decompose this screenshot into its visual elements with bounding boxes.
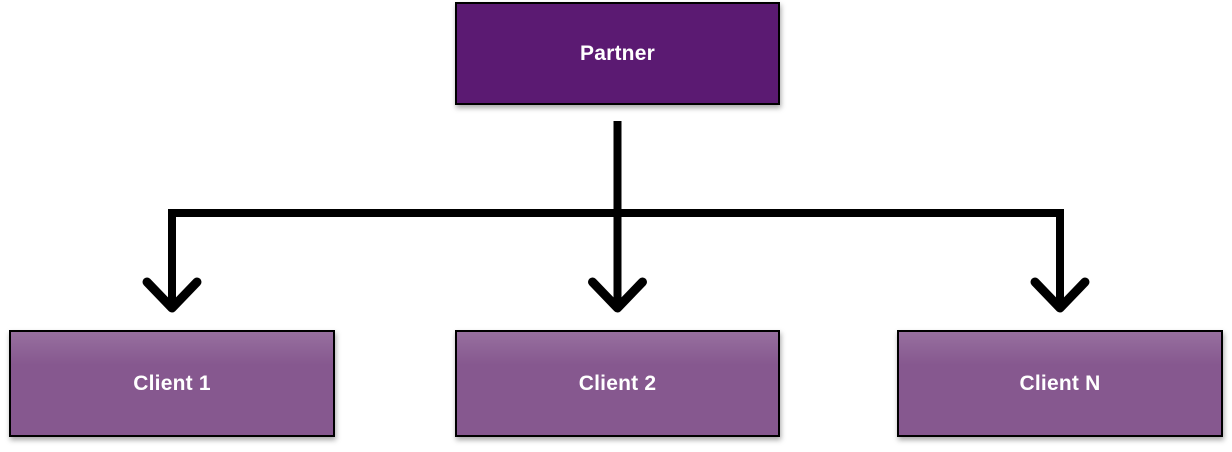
node-partner-label: Partner [580,41,655,65]
connector-lines-group [168,121,1064,308]
node-client-n-label: Client N [1019,371,1101,395]
node-client-1: Client 1 [9,330,335,437]
arrowhead-client-n-icon [1030,277,1090,313]
node-partner: Partner [455,2,780,105]
arrowhead-client-2-icon [588,277,647,313]
node-client-1-label: Client 1 [133,371,211,395]
node-client-n: Client N [897,330,1223,437]
node-client-2-label: Client 2 [578,371,657,395]
node-client-2: Client 2 [455,330,780,437]
arrowhead-client-1-icon [142,277,202,313]
arrowheads-group [142,277,1090,313]
